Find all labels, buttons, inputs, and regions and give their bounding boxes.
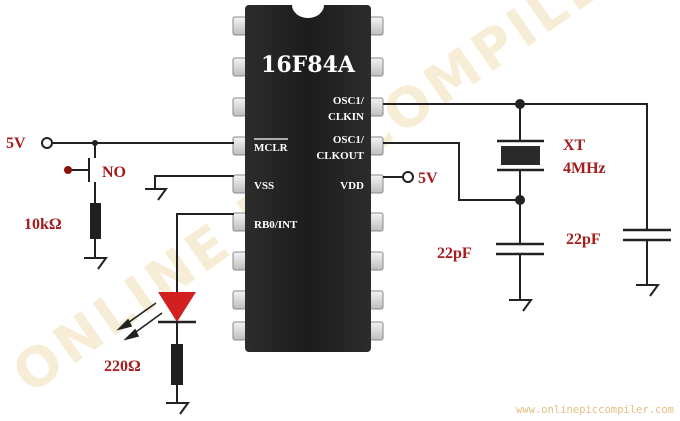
pin-label-rb0: RB0/INT — [254, 219, 298, 231]
ground-symbols — [84, 188, 660, 415]
supply-terminal-right — [402, 171, 414, 183]
crystal-oscillator — [497, 139, 544, 172]
supply-terminal-left — [41, 137, 53, 149]
led-body — [158, 292, 196, 322]
label-5v-right: 5V — [418, 170, 438, 187]
capacitor-right — [623, 228, 671, 242]
label-cap-left: 22pF — [437, 245, 472, 262]
capacitor-left — [496, 242, 544, 256]
led-light-arrows — [116, 302, 163, 341]
pin-label-osc2: OSC1/ — [333, 134, 365, 146]
pin-label-osc1: OSC1/ — [333, 95, 365, 107]
label-switch-no: NO — [102, 164, 126, 181]
crystal-body — [501, 146, 540, 165]
pin-label-clkout: CLKOUT — [316, 150, 364, 162]
led-resistor — [171, 344, 183, 385]
push-button-knob — [64, 166, 72, 174]
label-5v-left: 5V — [6, 135, 26, 152]
junction-dots — [92, 99, 525, 205]
pin-label-mclr: MCLR — [254, 142, 289, 154]
push-button-switch — [69, 149, 96, 192]
website-link: www.onlinepiccompiler.com — [516, 404, 674, 416]
chip-name: 16F84A — [261, 52, 356, 78]
chip-pins-right — [369, 16, 384, 341]
label-crystal-frequency: 4MHz — [563, 160, 606, 177]
chip-pins-left — [232, 16, 247, 341]
chip-body — [245, 5, 371, 352]
wires — [52, 103, 648, 403]
label-pullup-resistor: 10kΩ — [24, 216, 62, 233]
label-cap-right: 22pF — [566, 231, 601, 248]
pin-label-clkin: CLKIN — [328, 111, 364, 123]
label-led-resistor: 220Ω — [104, 358, 141, 375]
label-crystal-type: XT — [563, 137, 586, 154]
pullup-resistor — [90, 203, 101, 239]
pin-label-vdd: VDD — [340, 180, 364, 192]
pin-label-vss: VSS — [254, 180, 274, 192]
chip-notch — [292, 5, 324, 18]
